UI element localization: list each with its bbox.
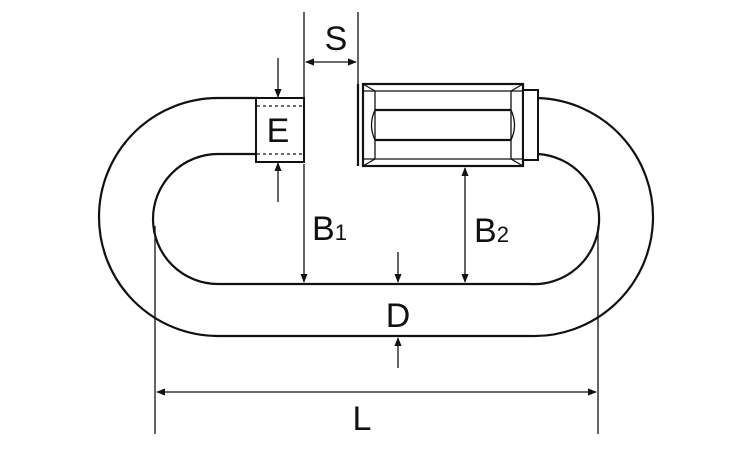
label-b2: B2	[474, 212, 509, 250]
label-d: D	[386, 297, 411, 335]
label-b1-sub: 1	[335, 220, 347, 245]
label-b1: B1	[312, 210, 347, 248]
link-inner-contour	[151, 152, 601, 286]
label-s: S	[325, 20, 348, 58]
dim-s	[303, 12, 359, 98]
label-b2-main: B	[474, 212, 497, 250]
label-l: L	[353, 400, 372, 438]
label-e: E	[267, 112, 290, 150]
threaded-sleeve	[361, 82, 539, 168]
dim-l	[154, 226, 599, 434]
label-b1-main: B	[312, 210, 335, 248]
label-b2-sub: 2	[497, 222, 509, 247]
wire-end-e	[255, 97, 305, 163]
link-outer-contour	[97, 96, 655, 338]
